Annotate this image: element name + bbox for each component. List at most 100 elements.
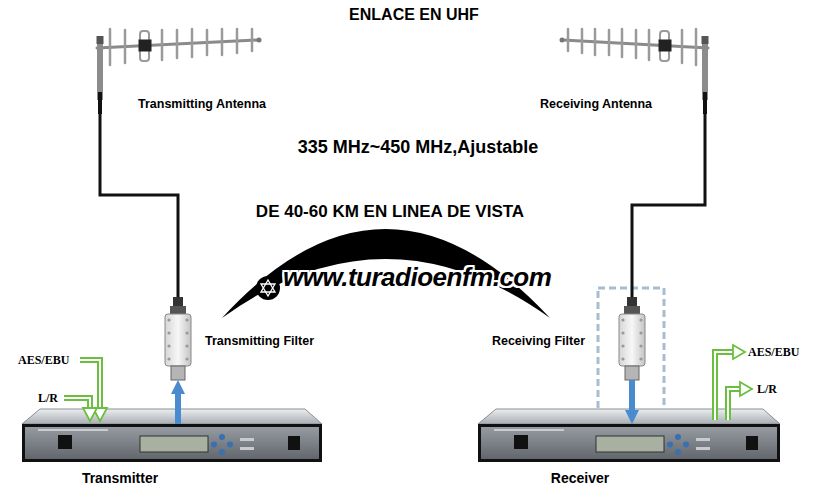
rack-unit-drawing xyxy=(227,442,233,448)
cavity-filter xyxy=(167,331,170,334)
filter: Receiving Filter xyxy=(617,297,647,380)
yagi-antenna xyxy=(98,92,102,114)
signal-arrow xyxy=(83,408,97,421)
cavity-filter xyxy=(598,288,664,414)
feed-arrow xyxy=(629,380,635,410)
rack-unit-drawing xyxy=(240,447,254,450)
filter-label: Receiving Filter xyxy=(492,334,585,348)
rack-unit-drawing xyxy=(38,429,108,431)
filter-label: Transmitting Filter xyxy=(205,334,314,348)
rack-unit-drawing xyxy=(58,435,72,449)
rack-unit-drawing xyxy=(22,409,322,424)
yagi-antenna xyxy=(703,92,707,114)
distance-note: DE 40-60 KM EN LINEA DE VISTA xyxy=(256,202,524,222)
rack-unit-drawing xyxy=(288,436,300,450)
rack-unit-drawing xyxy=(478,409,780,462)
antenna-label: Transmitting Antenna xyxy=(138,97,266,111)
cavity-filter xyxy=(639,357,642,360)
antenna-label: Receiving Antenna xyxy=(540,97,652,111)
yagi-antenna xyxy=(702,36,709,44)
coax-cable xyxy=(632,113,705,297)
rack-unit-drawing xyxy=(683,442,689,448)
filter: Transmitting Filter xyxy=(163,297,193,380)
yagi-antenna xyxy=(176,30,179,58)
rack-unit-drawing xyxy=(696,438,710,441)
feed-arrow xyxy=(175,394,181,424)
yagi-antenna xyxy=(608,30,611,55)
signal-name: L/R xyxy=(38,391,58,406)
coax-cable xyxy=(100,113,178,297)
signal-name: AES/EBU xyxy=(748,345,799,360)
cavity-filter xyxy=(185,331,188,334)
cavity-filter xyxy=(621,357,624,360)
diagram-title: ENLACE EN UHF xyxy=(349,6,479,24)
yagi-antenna xyxy=(236,29,239,53)
antenna: Transmitting Antenna xyxy=(88,22,288,113)
yagi-antenna xyxy=(581,29,584,53)
cavity-filter xyxy=(619,314,645,366)
label-anchor: DE 40-60 KM EN LINEA DE VISTA xyxy=(390,202,658,222)
label-anchor: AES/EBU xyxy=(18,353,69,368)
cavity-filter xyxy=(165,297,191,380)
yagi-antenna xyxy=(594,29,597,55)
label-anchor: L/R xyxy=(757,382,777,397)
yagi-antenna xyxy=(251,29,254,51)
yagi-antenna xyxy=(257,38,262,43)
yagi-antenna xyxy=(635,30,638,58)
cavity-filter xyxy=(185,344,188,347)
rack-unit-drawing xyxy=(219,449,225,455)
rack-unit-drawing xyxy=(219,434,225,440)
rack-unit-drawing xyxy=(494,429,564,431)
yagi-antenna xyxy=(695,29,698,65)
rack-unit: Receiver xyxy=(478,424,780,462)
frequency-range: 335 MHz~450 MHz,Ajustable xyxy=(298,137,539,158)
signal-name: AES/EBU xyxy=(18,353,69,368)
rack-unit-drawing xyxy=(240,438,254,441)
yagi-antenna xyxy=(702,40,708,100)
yagi-antenna xyxy=(621,29,624,57)
label-anchor: 335 MHz~450 MHz,Ajustable xyxy=(418,137,659,158)
rack-unit-drawing xyxy=(696,447,710,450)
watermark-logo xyxy=(261,280,275,292)
rack-unit-drawing xyxy=(140,436,208,452)
yagi-antenna xyxy=(109,29,112,65)
antenna: Receiving Antenna xyxy=(535,22,720,113)
cavity-filter xyxy=(621,331,624,334)
signal-name: L/R xyxy=(757,382,777,397)
cavity-filter xyxy=(621,318,624,321)
cavity-filter xyxy=(165,314,191,366)
cavity-filter xyxy=(167,318,170,321)
rack-unit: Transmitter xyxy=(22,424,322,462)
rack-unit-drawing xyxy=(667,442,673,448)
rack-unit-drawing xyxy=(596,436,664,452)
cavity-filter xyxy=(185,357,188,360)
yagi-antenna xyxy=(97,36,104,44)
signal-arrow xyxy=(740,382,752,396)
yagi-antenna xyxy=(206,30,209,55)
yagi-antenna xyxy=(560,38,565,43)
watermark-logo xyxy=(256,276,280,300)
rack-unit-drawing xyxy=(746,436,758,450)
cavity-filter xyxy=(185,318,188,321)
cavity-filter xyxy=(167,344,170,347)
yagi-antenna xyxy=(139,40,151,51)
yagi-antenna xyxy=(681,30,684,63)
signal-arrow xyxy=(715,345,752,420)
yagi-antenna xyxy=(648,30,651,60)
label-anchor: ENLACE EN UHF xyxy=(414,6,544,24)
label-anchor: AES/EBU xyxy=(748,345,799,360)
rack-unit-label: Receiver xyxy=(551,470,609,486)
watermark: www.turadioenfm.com xyxy=(283,262,551,293)
yagi-antenna xyxy=(124,30,127,63)
label-anchor: www.turadioenfm.com xyxy=(283,262,551,293)
rack-unit-drawing xyxy=(22,409,322,462)
yagi-antenna xyxy=(221,29,224,55)
yagi-antenna xyxy=(161,30,164,60)
rack-unit-drawing xyxy=(478,409,780,424)
cavity-filter xyxy=(639,344,642,347)
cavity-filter xyxy=(639,318,642,321)
